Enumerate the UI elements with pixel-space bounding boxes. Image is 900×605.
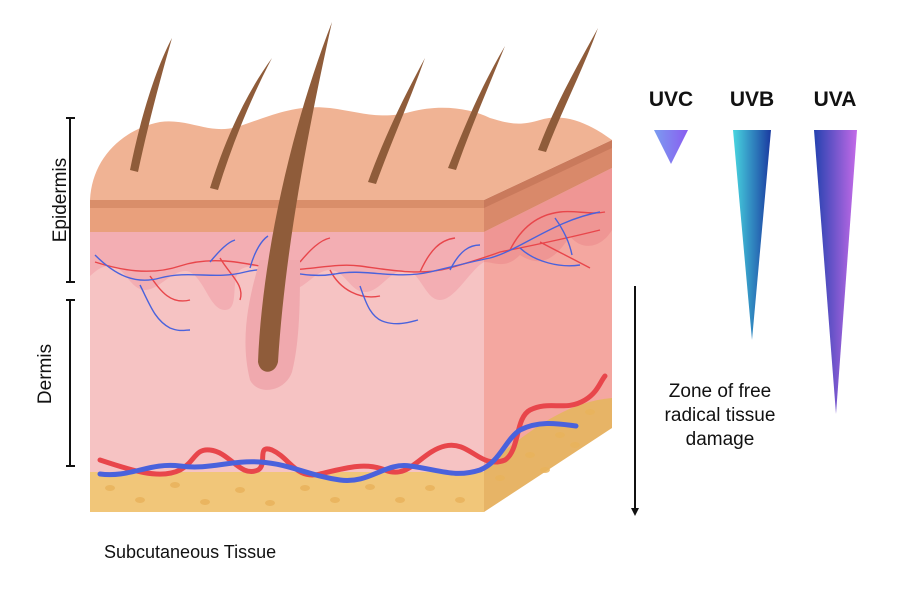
bracket-epidermis [66,117,75,283]
deep-vessel-red [97,373,608,478]
zone-line-2: radical tissue [664,405,776,426]
subcutaneous-side [484,390,612,512]
dermal-papillae [90,232,484,310]
zone-line-1: Zone of free [668,381,772,402]
uvc-ray [654,130,688,164]
fat-cells [105,409,595,506]
uva-label: UVA [813,88,857,111]
uvc-label: UVC [648,88,694,111]
bracket-dermis [66,299,75,467]
epidermis-label: Epidermis [50,157,71,243]
epidermis-side-top [484,140,612,208]
uvb-ray [733,130,771,340]
dermis-label: Dermis [35,343,56,405]
subcutaneous-label: Subcutaneous Tissue [104,542,277,562]
hairs [130,22,598,372]
capillaries-blue [94,211,601,332]
zone-label: Zone of free radical tissue damage [620,380,820,452]
zone-line-3: damage [685,429,755,450]
damage-arrow [631,286,639,516]
uvb-label: UVB [729,88,775,111]
uva-ray [814,130,857,414]
deep-vessel-blue [97,421,579,483]
subcutaneous-front [90,464,484,512]
